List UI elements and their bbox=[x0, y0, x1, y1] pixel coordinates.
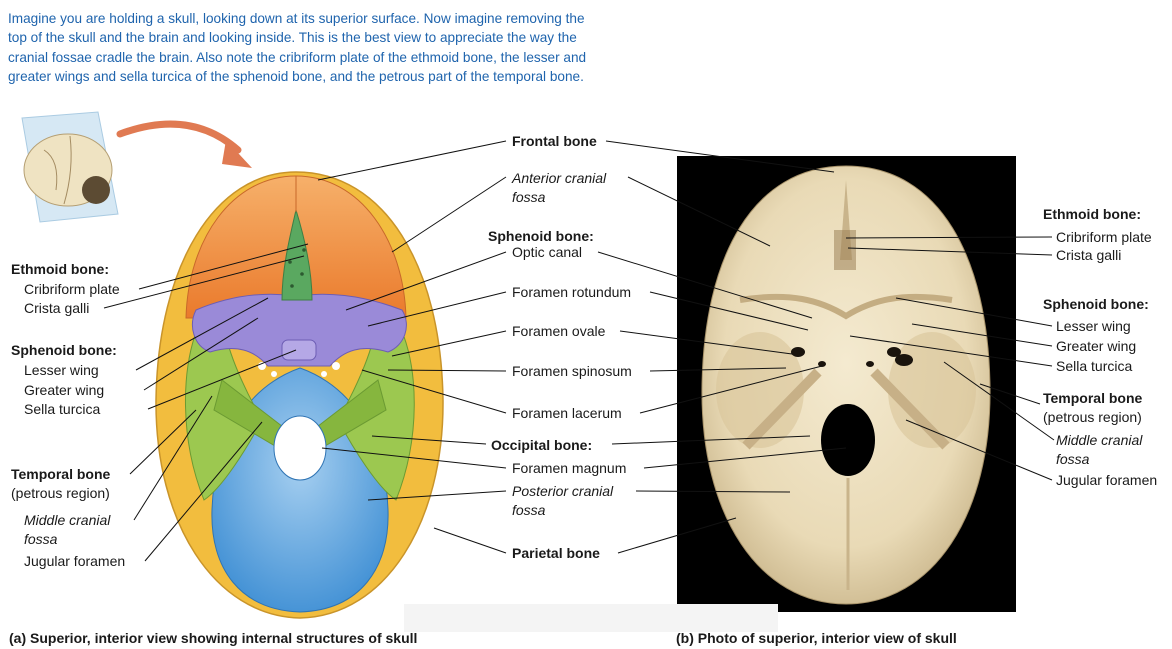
illustrated-skull bbox=[155, 171, 444, 619]
center-frontal-bone-label: Frontal bone bbox=[512, 133, 597, 149]
ethmoid-region bbox=[281, 208, 313, 301]
left-sphenoid-heading: Sphenoid bone: bbox=[11, 342, 117, 358]
right-ethmoid-heading: Ethmoid bone: bbox=[1043, 206, 1141, 222]
right-crista-galli-label: Crista galli bbox=[1056, 247, 1122, 263]
center-sphenoid-heading: Sphenoid bone: bbox=[488, 228, 594, 244]
left-cribriform-plate-label: Cribriform plate bbox=[24, 281, 120, 297]
center-foramen-spinosum-label: Foramen spinosum bbox=[512, 363, 632, 379]
left-crista-galli-label: Crista galli bbox=[24, 300, 90, 316]
leader-lines-right bbox=[845, 236, 1055, 481]
center-anterior-cranial-label: Anterior cranial bbox=[512, 170, 607, 186]
left-greater-wing-label: Greater wing bbox=[24, 382, 105, 398]
right-lesser-wing-label: Lesser wing bbox=[1056, 318, 1131, 334]
left-jugular-foramen-label: Jugular foramen bbox=[24, 553, 126, 569]
left-temporal-heading: Temporal bone bbox=[11, 466, 111, 482]
intro-text: Imagine you are holding a skull, looking… bbox=[8, 11, 587, 85]
center-posterior-cranial-fossa-label: fossa bbox=[512, 502, 546, 518]
right-temporal-heading: Temporal bone bbox=[1043, 390, 1143, 406]
photo-foramen-magnum bbox=[821, 404, 875, 476]
foramen-magnum-drawing bbox=[273, 415, 327, 481]
center-posterior-cranial-label: Posterior cranial bbox=[512, 483, 614, 499]
orientation-thumbnail bbox=[21, 111, 119, 223]
left-ethmoid-heading: Ethmoid bone: bbox=[11, 261, 109, 277]
center-optic-canal-label: Optic canal bbox=[512, 244, 583, 260]
left-sella-turcica-label: Sella turcica bbox=[24, 401, 101, 417]
right-jugular-foramen-label: Jugular foramen bbox=[1056, 472, 1158, 488]
center-parietal-bone-label: Parietal bone bbox=[512, 545, 600, 561]
center-foramen-rotundum-label: Foramen rotundum bbox=[512, 284, 632, 300]
right-petrous-region-label: (petrous region) bbox=[1043, 409, 1142, 425]
left-lesser-wing-label: Lesser wing bbox=[24, 362, 99, 378]
leader-lines-center bbox=[317, 140, 847, 554]
right-middle-cranial-fossa-label: fossa bbox=[1056, 451, 1090, 467]
center-foramen-magnum-label: Foramen magnum bbox=[512, 460, 627, 476]
right-sella-turcica-label: Sella turcica bbox=[1056, 358, 1133, 374]
left-middle-cranial-label: Middle cranial bbox=[24, 512, 111, 528]
left-middle-cranial-fossa-label: fossa bbox=[24, 531, 58, 547]
right-sphenoid-heading: Sphenoid bone: bbox=[1043, 296, 1149, 312]
orientation-arrow bbox=[116, 120, 252, 168]
leader-lines-left bbox=[103, 243, 309, 562]
right-cribriform-plate-label: Cribriform plate bbox=[1056, 229, 1152, 245]
caption-b: (b) Photo of superior, interior view of … bbox=[676, 630, 957, 646]
center-occipital-heading: Occipital bone: bbox=[491, 437, 593, 453]
center-anterior-cranial-fossa-label: fossa bbox=[512, 189, 546, 205]
center-foramen-ovale-label: Foramen ovale bbox=[512, 323, 606, 339]
caption-a: (a) Superior, interior view showing inte… bbox=[9, 630, 418, 646]
center-foramen-lacerum-label: Foramen lacerum bbox=[512, 405, 622, 421]
skull-photo bbox=[677, 156, 1016, 612]
right-middle-cranial-label: Middle cranial bbox=[1056, 432, 1143, 448]
right-greater-wing-label: Greater wing bbox=[1056, 338, 1137, 354]
left-petrous-region-label: (petrous region) bbox=[11, 485, 110, 501]
